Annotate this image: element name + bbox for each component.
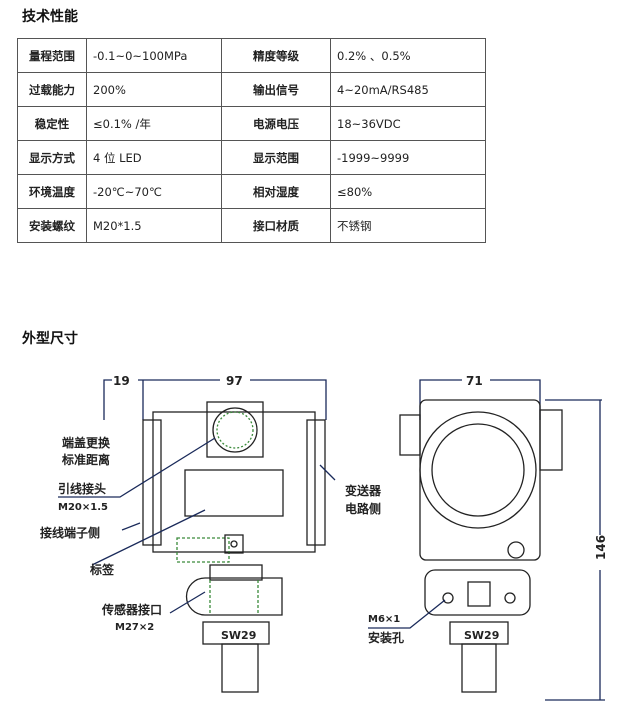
spec-label: 显示范围 (221, 140, 331, 175)
spec-value: -0.1~0~100MPa (86, 38, 222, 73)
sensor-spec: M27×2 (115, 622, 154, 633)
spec-label: 量程范围 (17, 38, 87, 73)
dim-146: 146 (594, 535, 608, 560)
spec-label: 过载能力 (17, 72, 87, 107)
tag-label: 标签 (89, 562, 115, 577)
spec-label: 电源电压 (221, 106, 331, 141)
sensor-label: 传感器接口 (101, 602, 162, 617)
spec-label: 环境温度 (17, 174, 87, 209)
circuit-label-1: 变送器 (345, 483, 382, 498)
spec-value: 18~36VDC (330, 106, 486, 141)
spec-value: 0.2% 、0.5% (330, 38, 486, 73)
circuit-label-2: 电路侧 (345, 501, 381, 516)
spec-label: 稳定性 (17, 106, 87, 141)
spec-label: 接口材质 (221, 208, 331, 243)
lead-label: 引线接头 (58, 481, 106, 496)
spec-value: ≤0.1% /年 (86, 106, 222, 141)
spec-value: 200% (86, 72, 222, 107)
cap-label-2: 标准距离 (61, 452, 110, 467)
lead-spec: M20×1.5 (58, 502, 108, 513)
hole-label: 安装孔 (368, 630, 404, 645)
spec-label: 精度等级 (221, 38, 331, 73)
spec-label: 相对湿度 (221, 174, 331, 209)
spec-value: 不锈钢 (330, 208, 486, 243)
terminal-label: 接线端子侧 (40, 525, 100, 540)
dim-19: 19 (113, 374, 130, 388)
spec-label: 输出信号 (221, 72, 331, 107)
spec-value: ≤80% (330, 174, 486, 209)
dimension-drawing: 19 97 SW29 端盖更换 标准距离 引线接头 M20×1.5 接线端子侧 … (40, 374, 608, 701)
dim-71: 71 (466, 374, 483, 388)
cap-label-1: 端盖更换 (62, 435, 111, 450)
spec-label: 安装螺纹 (17, 208, 87, 243)
spec-value: M20*1.5 (86, 208, 222, 243)
hole-spec: M6×1 (368, 614, 400, 625)
spec-label: 显示方式 (17, 140, 87, 175)
section-title-specs: 技术性能 (22, 9, 78, 25)
sw-side: SW29 (464, 629, 499, 642)
spec-value: 4 位 LED (86, 140, 222, 175)
dim-97: 97 (226, 374, 243, 388)
section-title-dimensions: 外型尺寸 (22, 331, 78, 347)
spec-value: 4~20mA/RS485 (330, 72, 486, 107)
spec-value: -1999~9999 (330, 140, 486, 175)
sw-front: SW29 (221, 629, 256, 642)
spec-value: -20℃~70℃ (86, 174, 222, 209)
